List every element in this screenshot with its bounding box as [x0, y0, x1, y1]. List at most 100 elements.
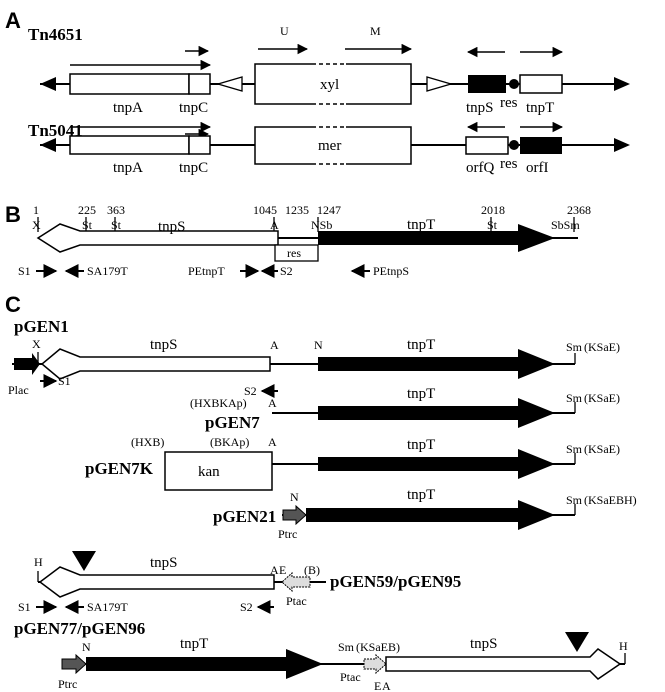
pos-1045: 1045 — [253, 203, 277, 217]
pgen7k-sites-hxb: (HXB) — [131, 435, 164, 449]
pgen21-ptrc: Ptrc — [278, 527, 297, 541]
operon-m-label: M — [370, 24, 381, 38]
tnpc-label: tnpC — [179, 100, 208, 116]
pgen7-sites-ksae: (KSaE) — [584, 391, 620, 405]
tn4651-name: Tn4651 — [28, 25, 83, 44]
tnpt-label-a: tnpT — [526, 100, 554, 116]
site-sbsm: SbSm — [551, 218, 580, 232]
pgen7k-sites-ksae: (KSaE) — [584, 442, 620, 456]
kan-box — [164, 451, 273, 491]
pgen77-site-sm: Sm — [338, 640, 355, 654]
site-nsb: NSb — [311, 218, 332, 232]
plac-arrow — [14, 353, 40, 375]
pgen59-name: pGEN59/pGEN95 — [330, 572, 461, 591]
res-label-a: res — [500, 95, 518, 111]
tnpa-label: tnpA — [113, 100, 143, 116]
pos-225: 225 — [78, 203, 96, 217]
panel-b-map: 1 225 363 1045 1235 1247 2018 2368 X St … — [18, 203, 591, 278]
pgen59-site-h: H — [34, 555, 43, 569]
pgen59-primer-sa179t: SA179T — [87, 600, 128, 614]
tnps-arrow-pgen77 — [385, 648, 622, 680]
site-st-2: St — [111, 218, 122, 232]
pgen59-tnps: tnpS — [150, 555, 178, 571]
tn4651-map: Tn4651 U M tnpA tnpC xyl tnpS res tnpT — [28, 24, 630, 116]
pgen1-plac: Plac — [8, 383, 29, 397]
pgen1-tnps: tnpS — [150, 337, 178, 353]
pgen7-site-a: A — [268, 396, 277, 410]
tnpc-label-2: tnpC — [179, 160, 208, 176]
pgen1-name: pGEN1 — [14, 317, 69, 336]
pgen59-site-e: E — [279, 563, 286, 577]
site-st-1: St — [82, 218, 93, 232]
res-box-b — [274, 244, 319, 262]
pgen21-sites: (KSaEBH) — [584, 493, 637, 507]
tnpt-box-a — [519, 74, 563, 94]
pgen7k-tnpt: tnpT — [407, 437, 435, 453]
tnpt-label-b: tnpT — [407, 217, 435, 233]
panel-label-a: A — [5, 8, 21, 33]
primer-s1: S1 — [18, 264, 31, 278]
pgen1-sites-ksae: (KSaE) — [584, 340, 620, 354]
primer-s2: S2 — [280, 264, 293, 278]
pgen1-tnpt: tnpT — [407, 337, 435, 353]
res-label-b: res — [287, 246, 301, 260]
tnps-arrow-pgen59 — [38, 566, 275, 598]
site-x: X — [32, 218, 41, 232]
xyl-box — [254, 63, 412, 105]
pgen77-sites-ksaeb: (KSaEB) — [356, 640, 400, 654]
res-label-a2: res — [500, 156, 518, 172]
orfi-label: orfI — [526, 160, 549, 176]
pgen77-construct: pGEN77/pGEN96 N tnpT Sm (KSaEB) tnpS H P… — [14, 619, 628, 692]
pgen59-ptac: Ptac — [286, 594, 307, 608]
pgen7k-site-sm: Sm — [566, 442, 583, 456]
pgen77-tnpt: tnpT — [180, 636, 208, 652]
kan-label: kan — [198, 464, 220, 480]
pgen21-site-sm: Sm — [566, 493, 583, 507]
pgen1-primer-s1: S1 — [58, 374, 71, 388]
ptac-arrow-pgen77 — [363, 653, 387, 675]
pgen1-site-x: X — [32, 337, 41, 351]
pos-363: 363 — [107, 203, 125, 217]
pgen77-site-n: N — [82, 640, 91, 654]
pgen77-tnps: tnpS — [470, 636, 498, 652]
tn5041-name: Tn5041 — [28, 121, 83, 140]
pgen77-ptac: Ptac — [340, 670, 361, 684]
ptrc-arrow-pgen77 — [61, 653, 87, 675]
tnps-arrow-b — [36, 223, 279, 253]
pgen59-site-a: A — [270, 563, 279, 577]
pgen59-site-b: (B) — [304, 563, 320, 577]
pgen77-site-h: H — [619, 639, 628, 653]
pgen77-site-e: E — [374, 679, 381, 692]
pgen7-name: pGEN7 — [205, 413, 260, 432]
pos-1: 1 — [33, 203, 39, 217]
pgen1-primer-s2: S2 — [244, 384, 257, 398]
tnpt-arrow-b — [318, 224, 555, 252]
pgen7-construct: (HXBKAp) A pGEN7 tnpT Sm (KSaE) — [190, 386, 620, 432]
pgen7-site-sm: Sm — [566, 391, 583, 405]
pgen7k-construct: (HXB) (BKAp) A pGEN7K kan tnpT Sm (KSaE) — [85, 435, 620, 491]
pos-1247: 1247 — [317, 203, 341, 217]
tnpt-arrow-pgen7k — [318, 449, 555, 479]
pgen21-tnpt: tnpT — [407, 487, 435, 503]
tnpc-box-2 — [188, 135, 211, 155]
tnpt-arrow-pgen7 — [318, 398, 555, 428]
tnpc-box — [188, 73, 211, 95]
tn5041-map: Tn5041 tnpA tnpC mer orfQ res orfI — [28, 121, 630, 176]
ptrc-arrow-pgen21 — [282, 504, 307, 526]
tnpa-label-2: tnpA — [113, 160, 143, 176]
pgen59-construct: H tnpS A E (B) Ptac pGEN59/pGEN95 S1 SA1… — [18, 551, 461, 614]
operon-u-label: U — [280, 24, 289, 38]
pgen21-name: pGEN21 — [213, 507, 276, 526]
mer-label: mer — [318, 138, 341, 154]
ptac-arrow-pgen59 — [281, 571, 311, 593]
primer-petnpt: PEtnpT — [188, 264, 225, 278]
pgen7k-sites-bkap: (BKAp) — [210, 435, 249, 449]
pos-1235: 1235 — [285, 203, 309, 217]
tnps-arrow-pgen1 — [40, 348, 271, 380]
tnpt-arrow-pgen1 — [318, 349, 555, 379]
tnpa-box — [69, 73, 190, 95]
pgen7k-site-a: A — [268, 435, 277, 449]
pos-2368: 2368 — [567, 203, 591, 217]
pgen77-name: pGEN77/pGEN96 — [14, 619, 145, 638]
